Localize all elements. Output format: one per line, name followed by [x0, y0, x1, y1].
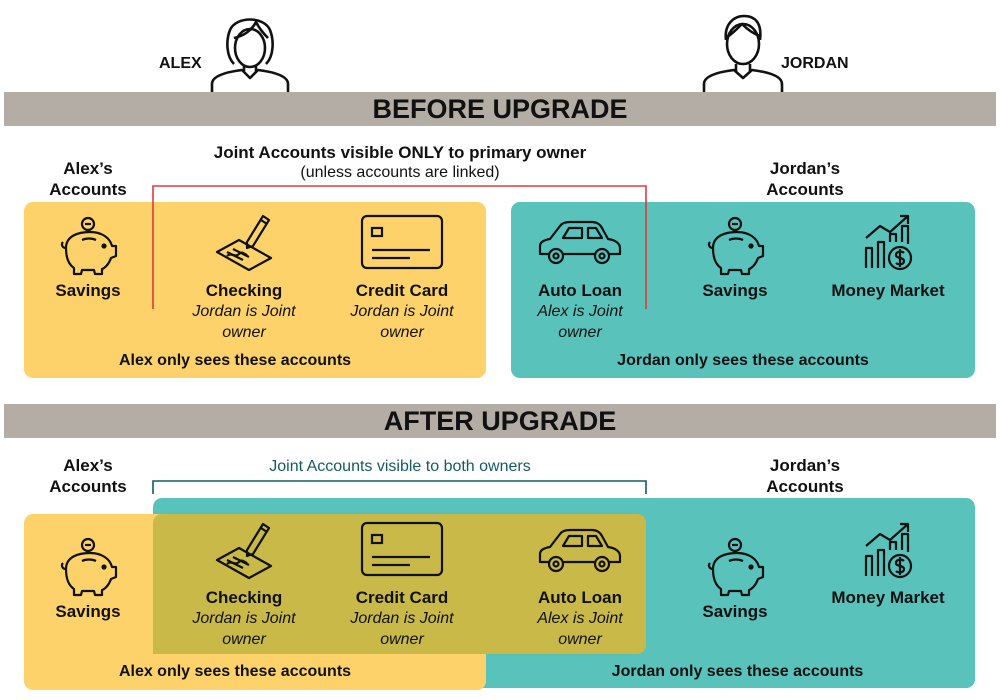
before-note-sub: (unless accounts are linked) — [300, 164, 500, 181]
before-credit-card-sub: Jordan is Joint owner — [322, 301, 482, 343]
before-jordan-footer: Jordan only sees these accounts — [617, 352, 869, 369]
before-alex-box — [24, 202, 486, 378]
before-credit-card-label: Credit Card — [355, 281, 449, 300]
after-jordan-heading: Jordan’s Accounts — [745, 455, 865, 497]
check-pen-icon — [215, 522, 273, 580]
after-checking-sub: Jordan is Joint owner — [164, 608, 324, 650]
after-savings-alex-label: Savings — [55, 602, 121, 621]
sub-line: Alex is Joint — [537, 610, 623, 627]
person-female-icon — [210, 18, 290, 92]
after-money-market-label: Money Market — [831, 588, 945, 607]
sub-line: owner — [380, 324, 424, 341]
heading-line: Alex’s — [63, 159, 113, 178]
piggy-bank-icon — [60, 537, 118, 597]
sub-line: Jordan is Joint — [350, 303, 454, 320]
heading-line: Accounts — [766, 180, 844, 199]
piggy-bank-icon — [707, 537, 765, 597]
after-jordan-box-bottom — [500, 654, 975, 688]
sub-line: owner — [558, 631, 602, 648]
heading-line: Jordan’s — [769, 456, 841, 475]
piggy-bank-icon — [60, 216, 118, 276]
heading-line: Alex’s — [63, 456, 113, 475]
growth-chart-dollar-icon — [864, 522, 913, 579]
before-banner: BEFORE UPGRADE — [4, 92, 996, 126]
after-jordan-footer: Jordan only sees these accounts — [611, 663, 864, 680]
jordan-name: JORDAN — [781, 55, 849, 72]
before-jordan-heading: Jordan’s Accounts — [745, 158, 865, 200]
sub-line: Alex is Joint — [537, 303, 623, 320]
after-checking-label: Checking — [205, 588, 283, 607]
sub-line: Jordan is Joint — [192, 303, 296, 320]
sub-line: owner — [380, 631, 424, 648]
before-money-market-label: Money Market — [831, 281, 945, 300]
sub-line: owner — [222, 324, 266, 341]
after-auto-loan-sub: Alex is Joint owner — [500, 608, 660, 650]
alex-name: ALEX — [159, 55, 202, 72]
piggy-bank-icon — [707, 216, 765, 276]
car-icon — [538, 220, 622, 265]
before-auto-loan-label: Auto Loan — [537, 281, 623, 300]
growth-chart-dollar-icon — [864, 214, 913, 271]
after-joint-overlap — [153, 514, 646, 654]
before-alex-heading: Alex’s Accounts — [38, 158, 138, 200]
credit-card-icon — [360, 214, 444, 270]
before-savings-jordan-label: Savings — [702, 281, 768, 300]
before-auto-loan-sub: Alex is Joint owner — [500, 301, 660, 343]
person-male-icon — [702, 14, 784, 92]
check-pen-icon — [215, 214, 273, 272]
after-alex-footer: Alex only sees these accounts — [118, 663, 352, 680]
heading-line: Accounts — [49, 180, 127, 199]
after-auto-loan-label: Auto Loan — [537, 588, 623, 607]
after-banner: AFTER UPGRADE — [4, 404, 996, 438]
before-savings-alex-label: Savings — [55, 281, 121, 300]
sub-line: Jordan is Joint — [192, 610, 296, 627]
before-checking-label: Checking — [205, 281, 283, 300]
heading-line: Accounts — [766, 477, 844, 496]
after-credit-card-label: Credit Card — [355, 588, 449, 607]
sub-line: owner — [222, 631, 266, 648]
after-note-title: Joint Accounts visible to both owners — [269, 458, 531, 475]
before-checking-sub: Jordan is Joint owner — [164, 301, 324, 343]
heading-line: Accounts — [49, 477, 127, 496]
before-note-title: Joint Accounts visible ONLY to primary o… — [213, 143, 587, 162]
credit-card-icon — [360, 521, 444, 577]
after-alex-heading: Alex’s Accounts — [38, 455, 138, 497]
after-savings-jordan-label: Savings — [702, 602, 768, 621]
sub-line: owner — [558, 324, 602, 341]
sub-line: Jordan is Joint — [350, 610, 454, 627]
car-icon — [538, 528, 622, 573]
heading-line: Jordan’s — [769, 159, 841, 178]
before-alex-footer: Alex only sees these accounts — [118, 352, 352, 369]
after-credit-card-sub: Jordan is Joint owner — [322, 608, 482, 650]
